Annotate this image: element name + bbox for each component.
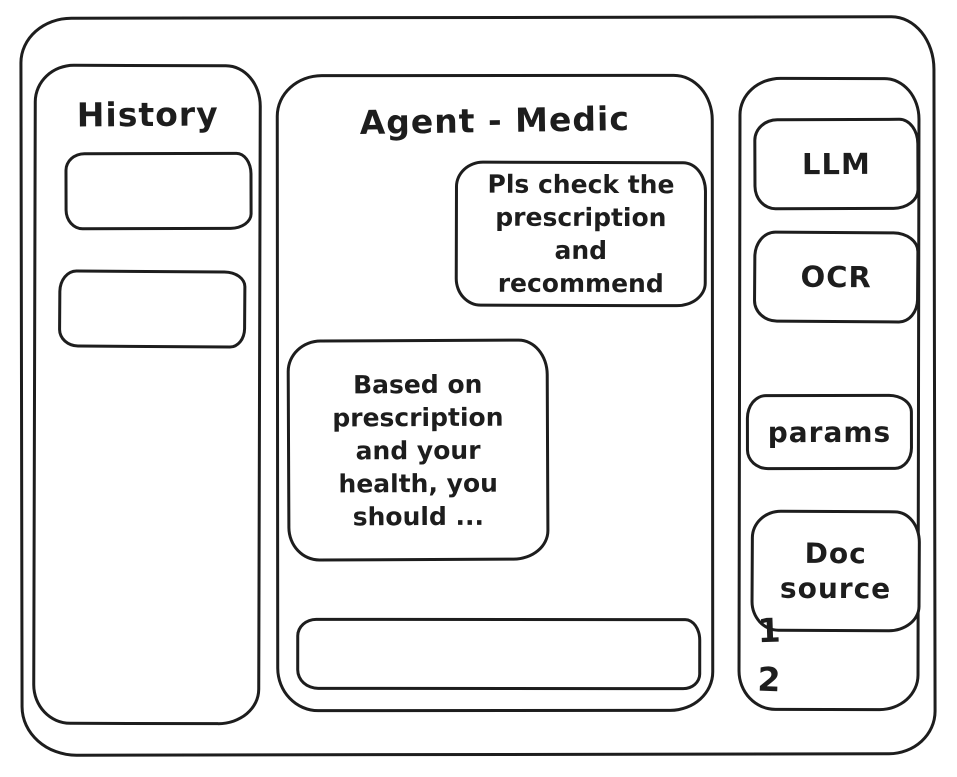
history-item[interactable] — [64, 151, 253, 231]
tools-panel: LLM OCR params Doc source 1 2 — [737, 76, 922, 712]
chat-panel: Agent - Medic Pls check the prescription… — [275, 73, 715, 713]
history-panel: History — [32, 63, 262, 726]
annotation-number-1: 1 — [756, 610, 782, 651]
page-title: Agent - Medic — [359, 98, 631, 143]
user-message-bubble: Pls check the prescription and recommend — [454, 160, 708, 308]
params-button[interactable]: params — [745, 393, 913, 471]
history-panel-title: History — [76, 94, 219, 135]
ocr-button[interactable]: OCR — [752, 230, 920, 324]
history-item[interactable] — [57, 269, 247, 349]
message-input[interactable] — [296, 617, 702, 691]
annotation-number-2: 2 — [756, 659, 782, 700]
assistant-message-bubble: Based on prescription and your health, y… — [286, 338, 550, 562]
llm-button[interactable]: LLM — [753, 117, 920, 211]
